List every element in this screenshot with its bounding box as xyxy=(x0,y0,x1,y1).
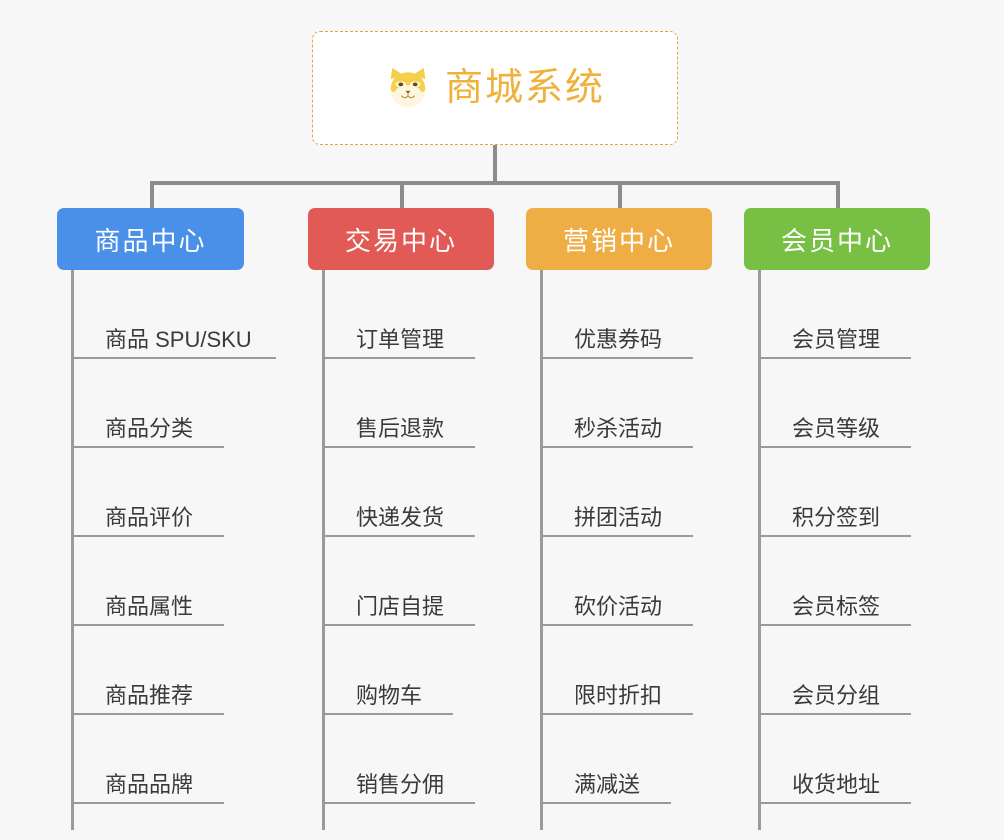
leaf-item[interactable]: 会员等级 xyxy=(758,359,978,448)
connector-root-stem xyxy=(493,145,497,183)
branch-header-marketing-center[interactable]: 营销中心 xyxy=(526,208,712,270)
leaf-rule xyxy=(322,713,453,715)
leaf-rule xyxy=(540,624,693,626)
leaf-item[interactable]: 商品属性 xyxy=(71,537,291,626)
leaf-rule xyxy=(71,357,276,359)
branch-header-trade-center[interactable]: 交易中心 xyxy=(308,208,494,270)
leaf-item[interactable]: 销售分佣 xyxy=(322,715,542,804)
leaf-item-label: 商品分类 xyxy=(105,416,194,441)
leaf-item[interactable]: 门店自提 xyxy=(322,537,542,626)
leaf-rule xyxy=(758,802,911,804)
connector-drop-4 xyxy=(836,181,840,208)
connector-drop-2 xyxy=(400,181,404,208)
leaf-item[interactable]: 快递发货 xyxy=(322,448,542,537)
leaf-item-label: 门店自提 xyxy=(356,594,445,619)
leaf-rule xyxy=(71,624,224,626)
branch-spine xyxy=(540,270,543,830)
leaf-item-label: 限时折扣 xyxy=(574,683,663,708)
branch-spine xyxy=(71,270,74,830)
branch-header-label: 会员中心 xyxy=(780,225,893,256)
leaf-item[interactable]: 积分签到 xyxy=(758,448,978,537)
leaf-item[interactable]: 优惠券码 xyxy=(540,270,760,359)
leaf-rule xyxy=(71,802,224,804)
leaf-item[interactable]: 拼团活动 xyxy=(540,448,760,537)
leaf-rule xyxy=(322,357,475,359)
leaf-item[interactable]: 商品评价 xyxy=(71,448,291,537)
leaf-item-label: 商品评价 xyxy=(105,505,194,530)
leaf-rule xyxy=(540,535,693,537)
leaf-rule xyxy=(71,535,224,537)
leaf-item-label: 优惠券码 xyxy=(574,327,663,352)
leaf-item[interactable]: 收货地址 xyxy=(758,715,978,804)
leaf-rule xyxy=(540,446,693,448)
branch-header-label: 营销中心 xyxy=(562,225,675,256)
leaf-item-label: 快递发货 xyxy=(356,505,445,530)
leaf-rule xyxy=(540,802,671,804)
leaf-item[interactable]: 秒杀活动 xyxy=(540,359,760,448)
leaf-item-label: 购物车 xyxy=(356,683,423,708)
leaf-item-label: 满减送 xyxy=(574,772,641,797)
leaf-item-label: 会员等级 xyxy=(792,416,881,441)
leaf-rule xyxy=(758,446,911,448)
leaf-item-label: 商品属性 xyxy=(105,594,194,619)
leaf-item-label: 商品品牌 xyxy=(105,772,194,797)
root-node-shop-system[interactable]: 商城系统 xyxy=(312,31,678,145)
leaf-rule xyxy=(322,624,475,626)
branch-header-label: 商品中心 xyxy=(94,225,207,256)
branch-spine xyxy=(758,270,761,830)
leaf-item-label: 售后退款 xyxy=(356,416,445,441)
leaf-rule xyxy=(322,802,475,804)
leaf-item[interactable]: 限时折扣 xyxy=(540,626,760,715)
root-title: 商城系统 xyxy=(444,67,605,109)
leaf-item[interactable]: 商品品牌 xyxy=(71,715,291,804)
leaf-item-label: 秒杀活动 xyxy=(574,416,663,441)
leaf-item[interactable]: 会员标签 xyxy=(758,537,978,626)
shiba-dog-icon xyxy=(385,65,431,111)
leaf-rule xyxy=(540,713,693,715)
leaf-item-label: 商品 SPU/SKU xyxy=(105,327,252,352)
leaf-item-label: 积分签到 xyxy=(792,505,881,530)
leaf-item-label: 收货地址 xyxy=(792,772,881,797)
leaf-item-label: 会员管理 xyxy=(792,327,881,352)
leaf-rule xyxy=(758,624,911,626)
branch-items-member-center: 会员管理 会员等级 积分签到 会员标签 会员分组 收货地址 xyxy=(758,270,978,830)
leaf-item[interactable]: 购物车 xyxy=(322,626,542,715)
leaf-rule xyxy=(758,713,911,715)
leaf-item[interactable]: 商品推荐 xyxy=(71,626,291,715)
leaf-item-label: 拼团活动 xyxy=(574,505,663,530)
leaf-item-label: 订单管理 xyxy=(356,327,445,352)
connector-drop-1 xyxy=(150,181,154,208)
branch-header-member-center[interactable]: 会员中心 xyxy=(744,208,930,270)
connector-horizontal-bus xyxy=(150,181,840,185)
leaf-item[interactable]: 会员分组 xyxy=(758,626,978,715)
leaf-item[interactable]: 商品 SPU/SKU xyxy=(71,270,291,359)
leaf-rule xyxy=(322,535,475,537)
leaf-item-label: 砍价活动 xyxy=(574,594,663,619)
leaf-rule xyxy=(71,446,224,448)
leaf-item[interactable]: 砍价活动 xyxy=(540,537,760,626)
leaf-rule xyxy=(71,713,224,715)
connector-drop-3 xyxy=(618,181,622,208)
leaf-item[interactable]: 满减送 xyxy=(540,715,760,804)
leaf-item-label: 销售分佣 xyxy=(356,772,445,797)
leaf-item[interactable]: 售后退款 xyxy=(322,359,542,448)
leaf-item-label: 会员标签 xyxy=(792,594,881,619)
branch-header-label: 交易中心 xyxy=(344,225,457,256)
branch-header-product-center[interactable]: 商品中心 xyxy=(57,208,244,270)
leaf-rule xyxy=(322,446,475,448)
leaf-item[interactable]: 订单管理 xyxy=(322,270,542,359)
branch-items-marketing-center: 优惠券码 秒杀活动 拼团活动 砍价活动 限时折扣 满减送 xyxy=(540,270,760,830)
leaf-item-label: 会员分组 xyxy=(792,683,881,708)
leaf-rule xyxy=(758,535,911,537)
leaf-item[interactable]: 会员管理 xyxy=(758,270,978,359)
leaf-rule xyxy=(758,357,911,359)
leaf-item-label: 商品推荐 xyxy=(105,683,194,708)
leaf-item[interactable]: 商品分类 xyxy=(71,359,291,448)
branch-items-trade-center: 订单管理 售后退款 快递发货 门店自提 购物车 销售分佣 xyxy=(322,270,542,830)
branch-spine xyxy=(322,270,325,830)
leaf-rule xyxy=(540,357,693,359)
branch-items-product-center: 商品 SPU/SKU 商品分类 商品评价 商品属性 商品推荐 商品品牌 xyxy=(71,270,291,830)
